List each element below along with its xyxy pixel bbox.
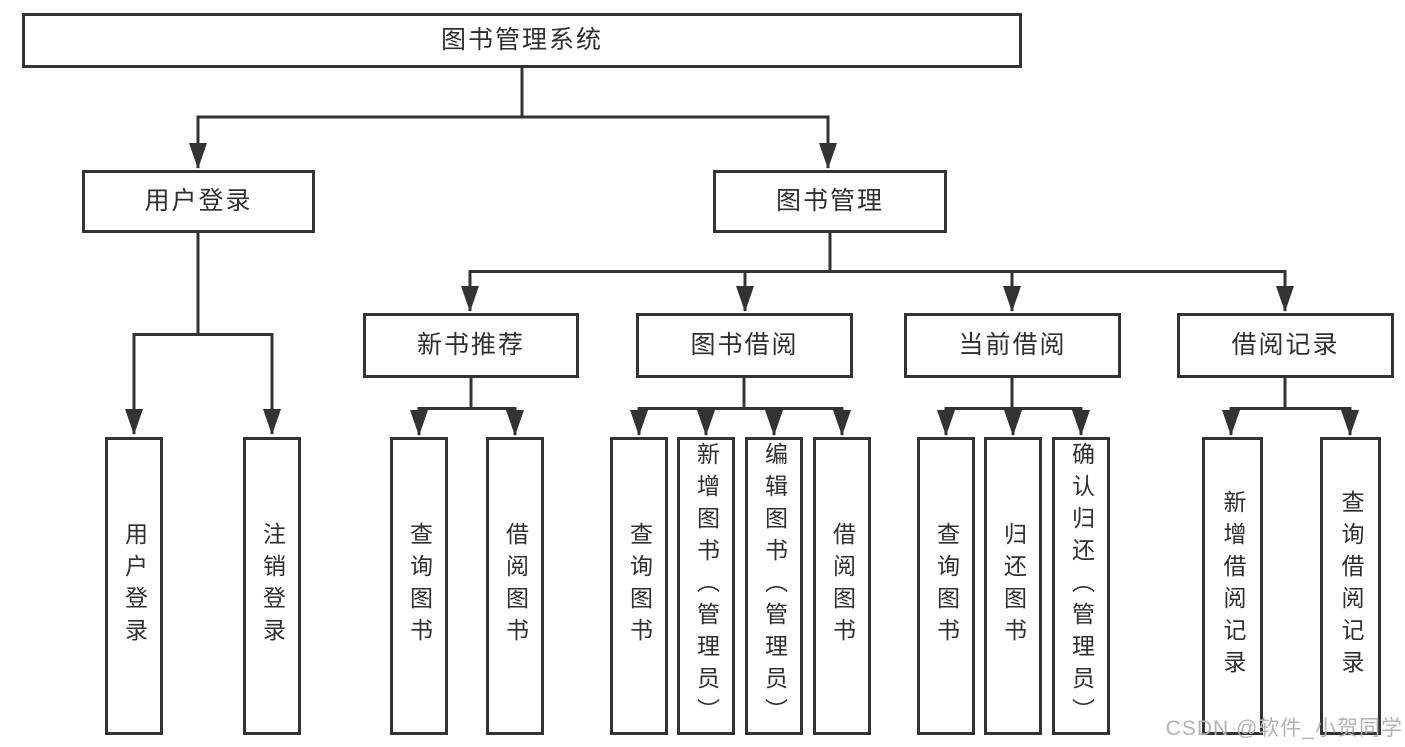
node-borrow-record: 借阅记录 (1177, 313, 1394, 378)
node-book-management: 图书管理 (713, 170, 947, 233)
leaf-node-query-books-1: 查询图书 (390, 437, 448, 735)
leaf-node-logout: 注销登录 (243, 437, 301, 735)
leaf-node-add-borrow-record: 新增借阅记录 (1202, 437, 1263, 735)
csdn-watermark: CSDN @软件_小贺同学 (1165, 717, 1403, 740)
node-book-borrow: 图书借阅 (636, 313, 853, 378)
leaf-node-return-book: 归还图书 (984, 437, 1042, 735)
node-current-borrow: 当前借阅 (904, 313, 1121, 378)
leaf-node-query-books-2: 查询图书 (610, 437, 668, 735)
node-root: 图书管理系统 (22, 13, 1022, 68)
leaf-node-query-books-3: 查询图书 (917, 437, 975, 735)
node-user-login: 用户登录 (82, 170, 315, 233)
leaf-node-add-book-admin: 新增图书（管理员） (677, 437, 735, 735)
leaf-node-query-borrow-record: 查询借阅记录 (1320, 437, 1381, 735)
leaf-node-borrow-books-1: 借阅图书 (486, 437, 544, 735)
leaf-node-borrow-books-2: 借阅图书 (813, 437, 871, 735)
leaf-node-confirm-return: 确认归还（管理员） (1052, 437, 1110, 735)
leaf-node-user-login: 用户登录 (105, 437, 163, 735)
leaf-node-edit-book-admin: 编辑图书（管理员） (745, 437, 803, 735)
node-new-book-recommend: 新书推荐 (363, 313, 579, 378)
